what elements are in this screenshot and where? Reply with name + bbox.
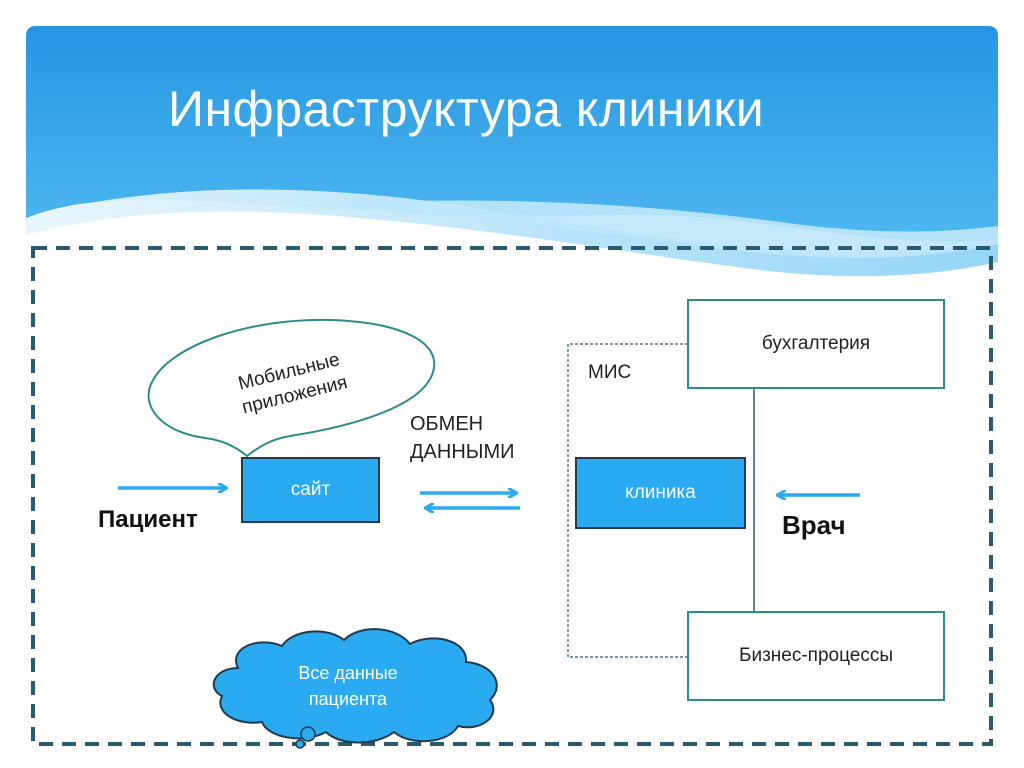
data-exchange-line-2: ДАННЫМИ	[410, 441, 515, 463]
clinic-label: клиника	[625, 482, 696, 503]
data-exchange-line-1: ОБМЕН	[410, 413, 484, 435]
slide-title: Инфраструктура клиники	[168, 81, 765, 137]
outer-dashed-frame	[31, 246, 993, 746]
header-banner	[26, 26, 998, 242]
clinic-box	[575, 457, 746, 529]
mis-label: МИС	[588, 362, 632, 383]
mobile-apps-bubble	[147, 318, 436, 458]
header-wave	[26, 189, 998, 277]
patient-label: Пациент	[98, 506, 198, 533]
doctor-label: Врач	[782, 510, 846, 540]
site-box	[241, 457, 380, 523]
data-exchange-label: ОБМЕН ДАННЫМИ	[410, 410, 515, 466]
all-data-line-2: пациента	[308, 689, 388, 709]
mis-frame	[567, 343, 688, 658]
cloud-tail-dot	[300, 726, 316, 742]
cloud-tail-dot-small	[295, 739, 305, 749]
header-wave-highlight	[300, 200, 998, 258]
business-box	[687, 611, 945, 701]
all-data-cloud	[212, 628, 498, 744]
site-label: сайт	[290, 479, 331, 500]
accounting-box	[687, 299, 945, 389]
all-patient-data-label: Все данные пациента	[260, 660, 436, 712]
accounting-label: бухгалтерия	[761, 333, 871, 354]
business-label: Бизнес-процессы	[739, 645, 893, 666]
all-data-line-1: Все данные	[298, 663, 398, 683]
